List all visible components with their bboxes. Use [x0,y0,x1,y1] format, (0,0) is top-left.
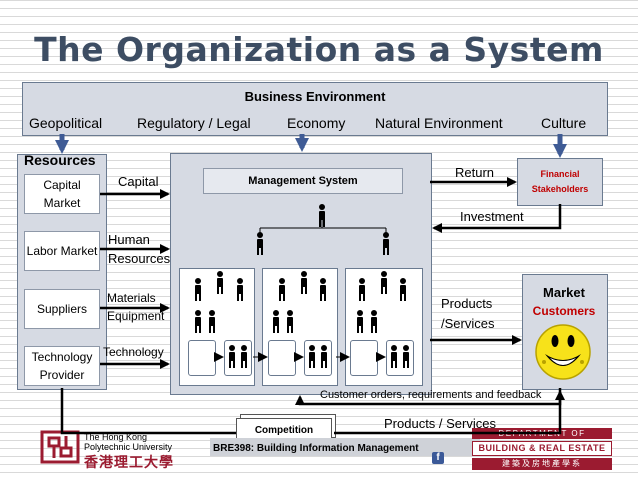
dept-line-3: 建築及房地產學系 [472,458,612,470]
bottom-loop-left [60,388,236,435]
materials-flow-label: Materials Equipment [107,291,165,323]
labor-market-box: Labor Market [24,231,100,271]
dept-line-2: BUILDING & REAL ESTATE [472,441,612,456]
worker-figure [400,278,406,301]
env-item-regulatory: Regulatory / Legal [137,115,251,131]
manager-figure-right [383,232,389,255]
worker-figure [195,310,201,333]
env-item-economy: Economy [287,115,346,131]
worker-figure [209,310,215,333]
resources-title: Resources [24,152,96,168]
technology-flow-label: Technology [103,345,164,359]
worker-figure [241,345,247,368]
business-environment-title: Business Environment [244,89,386,104]
customers-label: Customers [532,304,596,318]
worker-figure [237,278,243,301]
process-box-3b [386,340,414,376]
university-name-en-2: Polytechnic University [84,442,173,452]
financial-stakeholders-box: Financial Stakeholders [517,158,603,206]
manager-figure-left [257,232,263,255]
environment-arrows [55,134,567,158]
business-environment-box: Business Environment Geopolitical Regula… [22,82,608,136]
worker-figure [321,345,327,368]
env-item-geopolitical: Geopolitical [29,115,103,131]
env-item-culture: Culture [541,115,587,131]
worker-figure [301,271,307,294]
worker-figure [381,271,387,294]
footer-bar [210,438,480,456]
env-item-natural-environment: Natural Environment [375,115,503,131]
bottom-loop-right [334,390,565,435]
polyu-logo-icon [40,430,80,464]
feedback-arrow [295,388,562,406]
worker-figure [279,278,285,301]
page-title: The Organization as a System [34,30,604,69]
worker-figure [320,278,326,301]
worker-figure [229,345,235,368]
facebook-icon[interactable]: f [432,452,444,464]
return-label: Return [455,165,495,180]
worker-figure [371,310,377,333]
worker-figure [391,345,397,368]
worker-figure [273,310,279,333]
worker-figure [357,310,363,333]
suppliers-box: Suppliers [24,289,100,329]
course-label: BRE398: Building Information Management [213,443,419,454]
smiley-face-icon [535,324,591,380]
worker-figure [195,278,201,301]
feedback-label: Customer orders, requirements and feedba… [320,389,542,401]
market-title: Market [543,285,585,300]
management-system-label: Management System [203,168,403,194]
university-name-en-1: The Hong Kong [84,432,148,442]
worker-figure [287,310,293,333]
capital-flow-label: Capital [118,174,159,189]
human-resources-flow-label: Human Resources [108,232,171,266]
products-services-right-label: Products /Services [441,296,495,331]
process-box-1b [224,340,252,376]
worker-figure [309,345,315,368]
worker-figure [359,278,365,301]
worker-figure [403,345,409,368]
investment-label: Investment [460,209,524,224]
investment-arrow [432,204,562,233]
process-box-3a [350,340,378,376]
worker-figure [217,271,223,294]
technology-provider-box: Technology Provider [24,346,100,386]
capital-market-box: Capital Market [24,174,100,214]
financial-stakeholders-label: Financial Stakeholders [531,169,589,194]
process-box-2b [304,340,332,376]
products-services-bottom-label: Products / Services [384,416,496,431]
university-name-zh: 香港理工大學 [84,454,174,470]
